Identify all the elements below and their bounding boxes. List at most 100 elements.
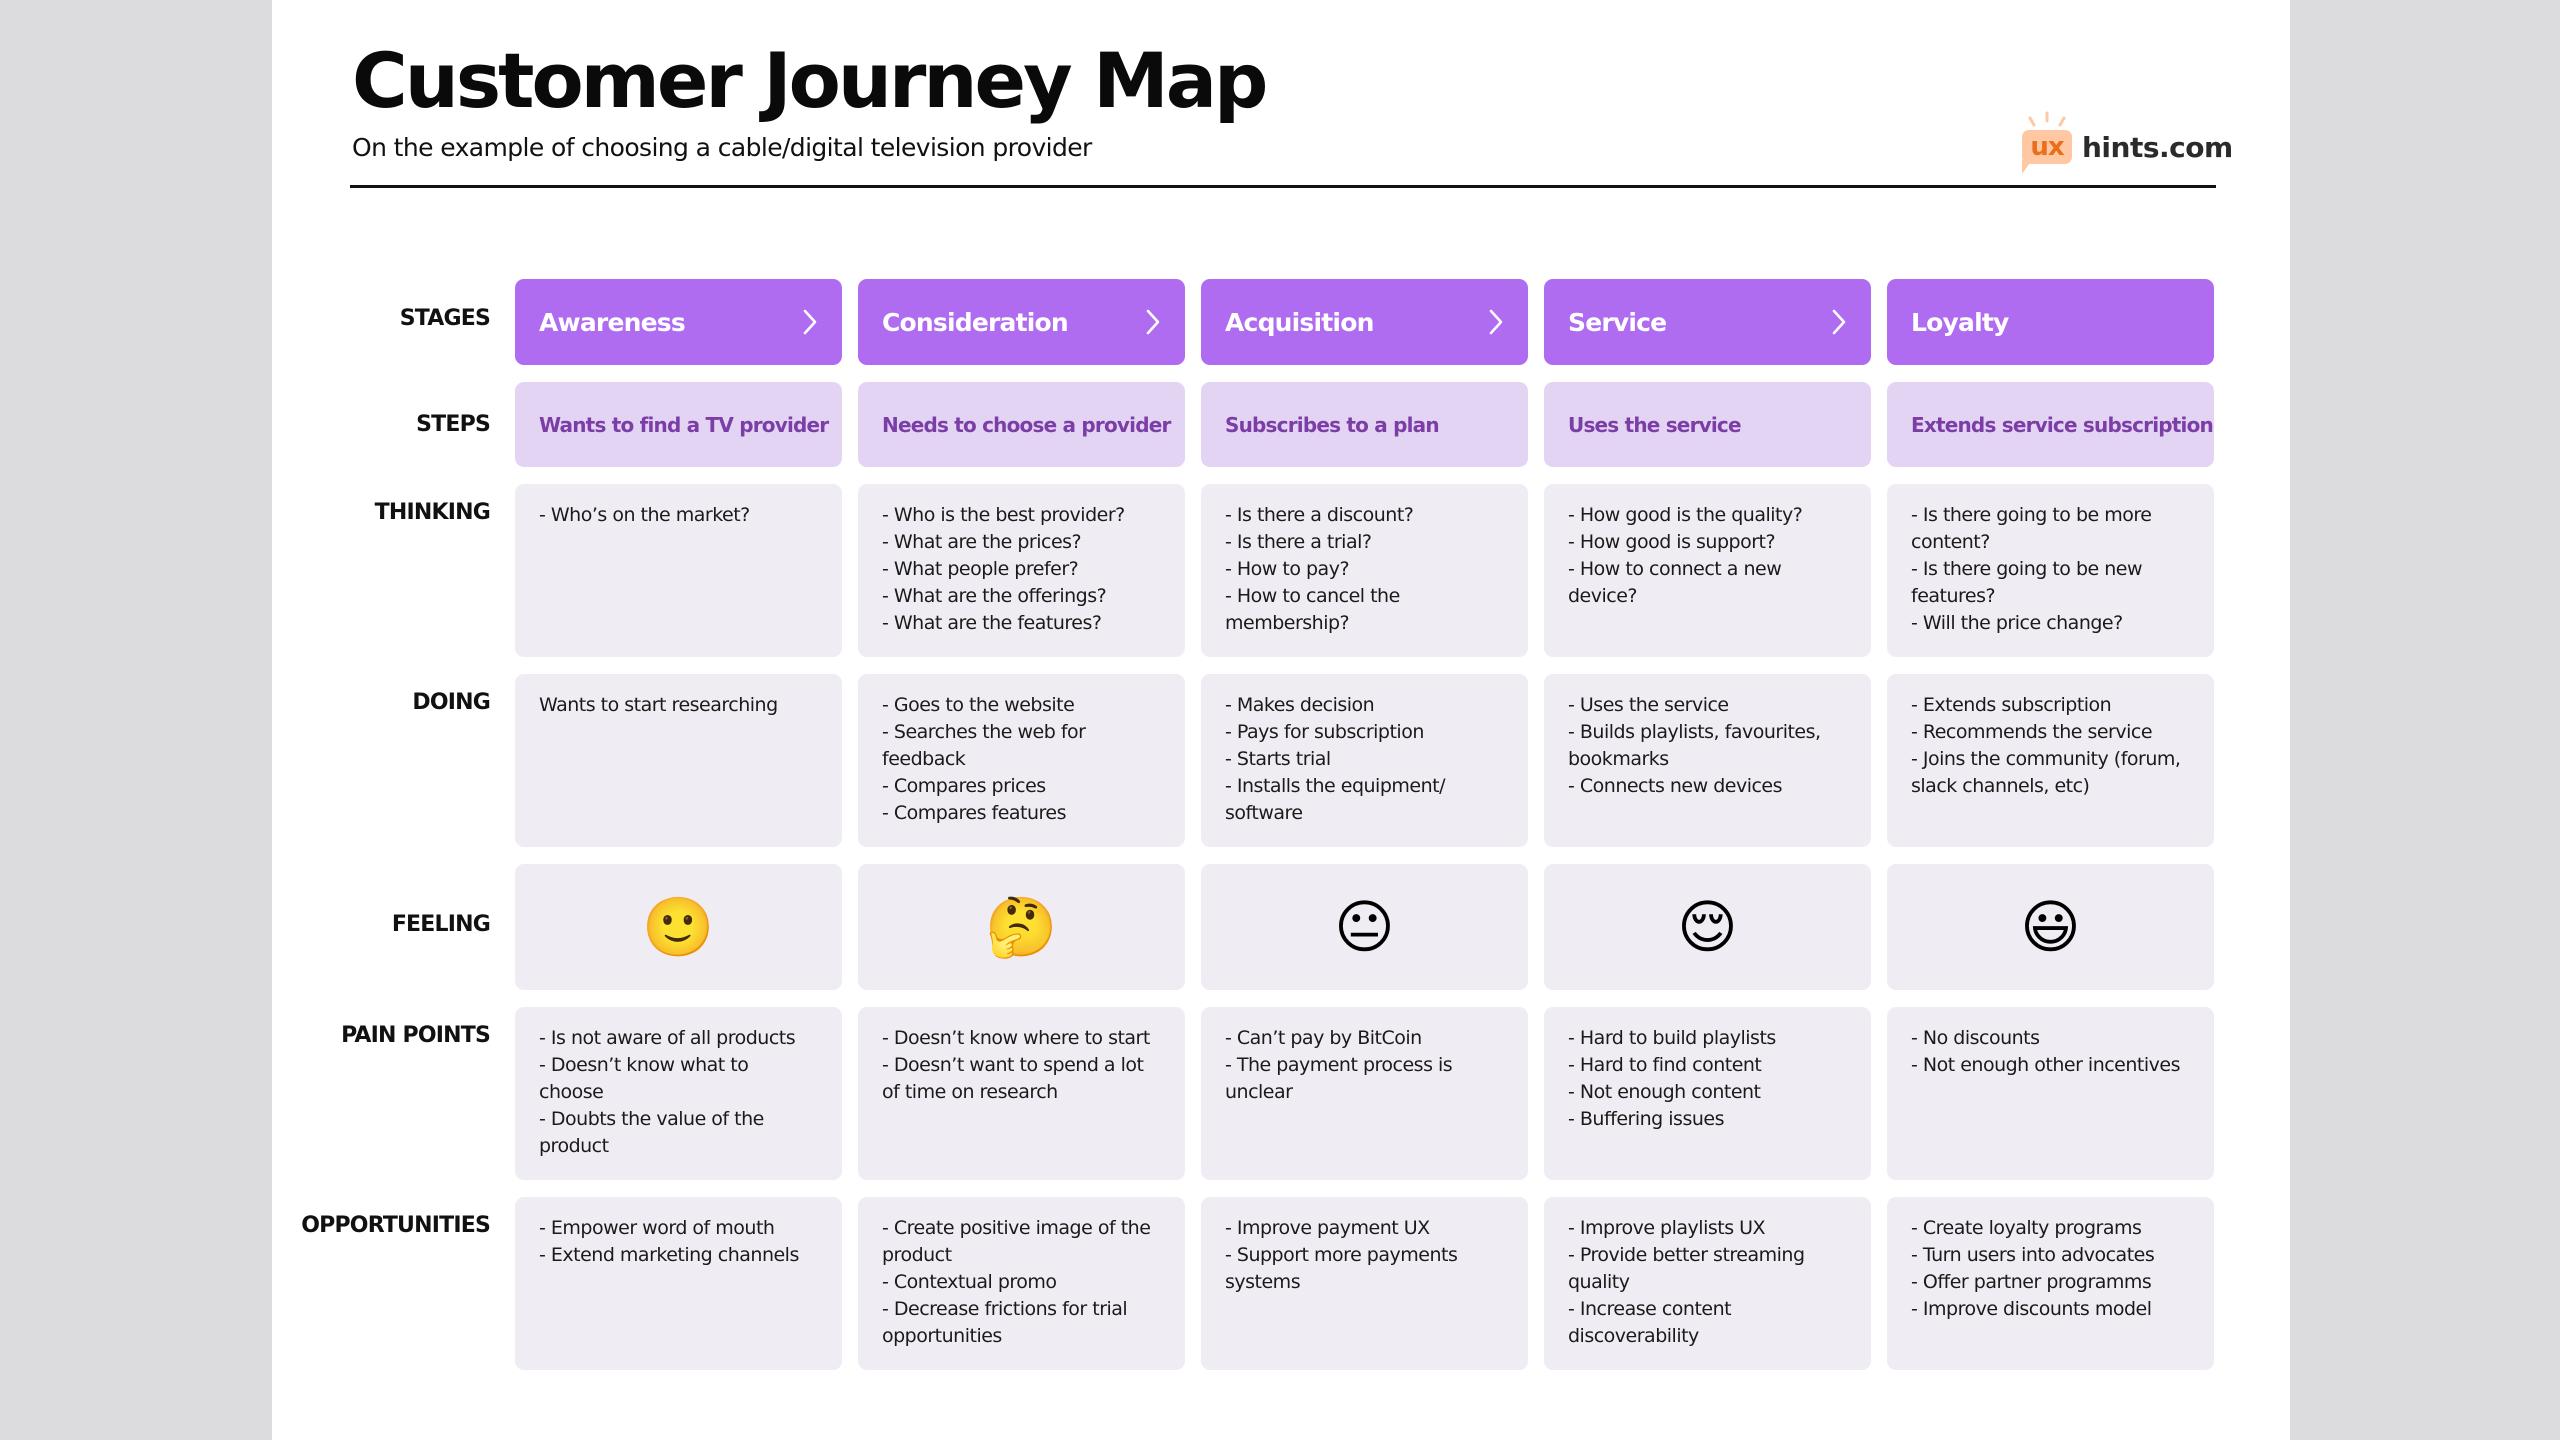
stage-card-loyalty: Loyalty xyxy=(1887,279,2214,365)
list-item: - Is not aware of all products xyxy=(539,1027,796,1049)
doing-card-acquisition: - Makes decision - Pays for subscription -… xyxy=(1201,674,1528,847)
list-item: - Hard to build playlists xyxy=(1568,1027,1776,1049)
list-item: - Installs the equipment/ software xyxy=(1225,775,1445,824)
thinking-list: - Is there going to be more content?- Is… xyxy=(1911,502,2190,637)
list-item: - How good is support? xyxy=(1568,531,1776,553)
list-item: - Offer partner programms xyxy=(1911,1271,2152,1293)
doing-card-loyalty: - Extends subscription- Recommends the s… xyxy=(1887,674,2214,847)
thinking-list: - Is there a discount? - Is there a trial… xyxy=(1225,502,1504,637)
opportunities-list: - Empower word of mouth- Extend marketin… xyxy=(539,1215,818,1269)
list-item: - Create positive image of the product xyxy=(882,1217,1151,1266)
list-item: - Starts trial xyxy=(1225,748,1331,770)
list-item: - Support more payments systems xyxy=(1225,1244,1458,1293)
chevron-right-icon xyxy=(1832,309,1846,335)
pain-points-list: - No discounts- Not enough other incenti… xyxy=(1911,1025,2190,1079)
feeling-card-consideration: 🤔 xyxy=(858,864,1185,990)
thinking-card-awareness: - Who’s on the market? xyxy=(515,484,842,657)
opportunities-card-loyalty: - Create loyalty programs- Turn users in… xyxy=(1887,1197,2214,1370)
list-item: - What are the prices? xyxy=(882,531,1082,553)
logo-mark: ux xyxy=(2018,110,2076,176)
row-label-pain-points: PAIN POINTS xyxy=(341,1023,491,1048)
list-item: - Provide better streaming quality xyxy=(1568,1244,1805,1293)
thinking-list: - How good is the quality?- How good is … xyxy=(1568,502,1847,610)
row-label-stages: STAGES xyxy=(399,306,491,331)
doing-card-awareness: Wants to start researching xyxy=(515,674,842,847)
step-card-acquisition: Subscribes to a plan xyxy=(1201,382,1528,467)
list-item: - Who is the best provider? xyxy=(882,504,1125,526)
list-item: - Uses the service xyxy=(1568,694,1729,716)
list-item: - How to cancel the membership? xyxy=(1225,585,1400,634)
feeling-card-loyalty: 😃 xyxy=(1887,864,2214,990)
pain-points-card-loyalty: - No discounts- Not enough other incenti… xyxy=(1887,1007,2214,1180)
slightly-smiling-face-icon: 🙂 xyxy=(642,893,715,961)
list-item: - Buffering issues xyxy=(1568,1108,1724,1130)
doing-list: - Extends subscription- Recommends the s… xyxy=(1911,692,2190,800)
logo-mark-text: ux xyxy=(2030,132,2064,162)
opportunities-card-consideration: - Create positive image of the product - … xyxy=(858,1197,1185,1370)
list-item: - Goes to the website xyxy=(882,694,1075,716)
stage-name: Awareness xyxy=(539,307,686,337)
list-item: - Compares features xyxy=(882,802,1067,824)
row-label-steps: STEPS xyxy=(416,412,491,437)
list-item: - Is there a discount? xyxy=(1225,504,1414,526)
list-item: - How to pay? xyxy=(1225,558,1350,580)
relieved-face-icon: 😌 xyxy=(1677,893,1738,961)
list-item: - Doubts the value of the product xyxy=(539,1108,764,1157)
logo-text: hints.com xyxy=(2082,131,2233,164)
pain-points-list: - Is not aware of all products- Doesn’t … xyxy=(539,1025,818,1160)
doing-list: - Makes decision - Pays for subscription -… xyxy=(1225,692,1504,827)
list-item: - Makes decision xyxy=(1225,694,1375,716)
doing-card-consideration: - Goes to the website - Searches the web … xyxy=(858,674,1185,847)
grinning-face-icon: 😃 xyxy=(2020,893,2081,961)
thinking-card-acquisition: - Is there a discount? - Is there a trial… xyxy=(1201,484,1528,657)
opportunities-card-awareness: - Empower word of mouth- Extend marketin… xyxy=(515,1197,842,1370)
step-text: Wants to find a TV provider xyxy=(539,412,829,437)
chevron-right-icon xyxy=(803,309,817,335)
step-text: Uses the service xyxy=(1568,412,1742,437)
opportunities-card-service: - Improve playlists UX- Provide better s… xyxy=(1544,1197,1871,1370)
list-item: - Searches the web for feedback xyxy=(882,721,1086,770)
list-item: - Doesn’t know where to start xyxy=(882,1027,1150,1049)
list-item: - Compares prices xyxy=(882,775,1046,797)
feeling-card-acquisition: 😐 xyxy=(1201,864,1528,990)
doing-card-service: - Uses the service- Builds playlists, fa… xyxy=(1544,674,1871,847)
doing-list: Wants to start researching xyxy=(539,692,818,719)
pain-points-list: - Doesn’t know where to start- Doesn’t w… xyxy=(882,1025,1161,1106)
list-item: - Turn users into advocates xyxy=(1911,1244,2155,1266)
thinking-list: - Who is the best provider? - What are th… xyxy=(882,502,1161,637)
logo-bubble-tail xyxy=(2022,160,2032,174)
opportunities-card-acquisition: - Improve payment UX- Support more payme… xyxy=(1201,1197,1528,1370)
list-item: - Is there going to be more content? xyxy=(1911,504,2152,553)
list-item: - Pays for subscription xyxy=(1225,721,1424,743)
opportunities-list: - Improve playlists UX- Provide better s… xyxy=(1568,1215,1847,1350)
thinking-card-service: - How good is the quality?- How good is … xyxy=(1544,484,1871,657)
step-card-awareness: Wants to find a TV provider xyxy=(515,382,842,467)
feeling-card-service: 😌 xyxy=(1544,864,1871,990)
logo-speech-bubble-icon: ux xyxy=(2022,130,2072,164)
stage-card-consideration: Consideration xyxy=(858,279,1185,365)
list-item: - Not enough other incentives xyxy=(1911,1054,2180,1076)
list-item: - What people prefer? xyxy=(882,558,1079,580)
list-item: - What are the offerings? xyxy=(882,585,1107,607)
list-item: - Is there a trial? xyxy=(1225,531,1372,553)
pain-points-card-awareness: - Is not aware of all products- Doesn’t … xyxy=(515,1007,842,1180)
stage-name: Consideration xyxy=(882,307,1069,337)
step-card-loyalty: Extends service subscription xyxy=(1887,382,2214,467)
list-item: - The payment process is unclear xyxy=(1225,1054,1453,1103)
row-label-doing: DOING xyxy=(412,690,490,715)
list-item: - Will the price change? xyxy=(1911,612,2123,634)
doing-list: - Uses the service- Builds playlists, fa… xyxy=(1568,692,1847,800)
list-item: - Decrease frictions for trial opportuni… xyxy=(882,1298,1128,1347)
pain-points-list: - Hard to build playlists- Hard to find … xyxy=(1568,1025,1847,1133)
list-item: - What are the features? xyxy=(882,612,1102,634)
chevron-right-icon xyxy=(1489,309,1503,335)
opportunities-list: - Improve payment UX- Support more payme… xyxy=(1225,1215,1504,1296)
chevron-right-icon xyxy=(1146,309,1160,335)
uxhints-logo: ux hints.com xyxy=(2018,110,2233,176)
list-item: - Contextual promo xyxy=(882,1271,1057,1293)
stage-name: Loyalty xyxy=(1911,307,2009,337)
stage-name: Acquisition xyxy=(1225,307,1374,337)
header-divider xyxy=(350,185,2216,188)
feeling-card-awareness: 🙂 xyxy=(515,864,842,990)
opportunities-list: - Create loyalty programs- Turn users in… xyxy=(1911,1215,2190,1323)
